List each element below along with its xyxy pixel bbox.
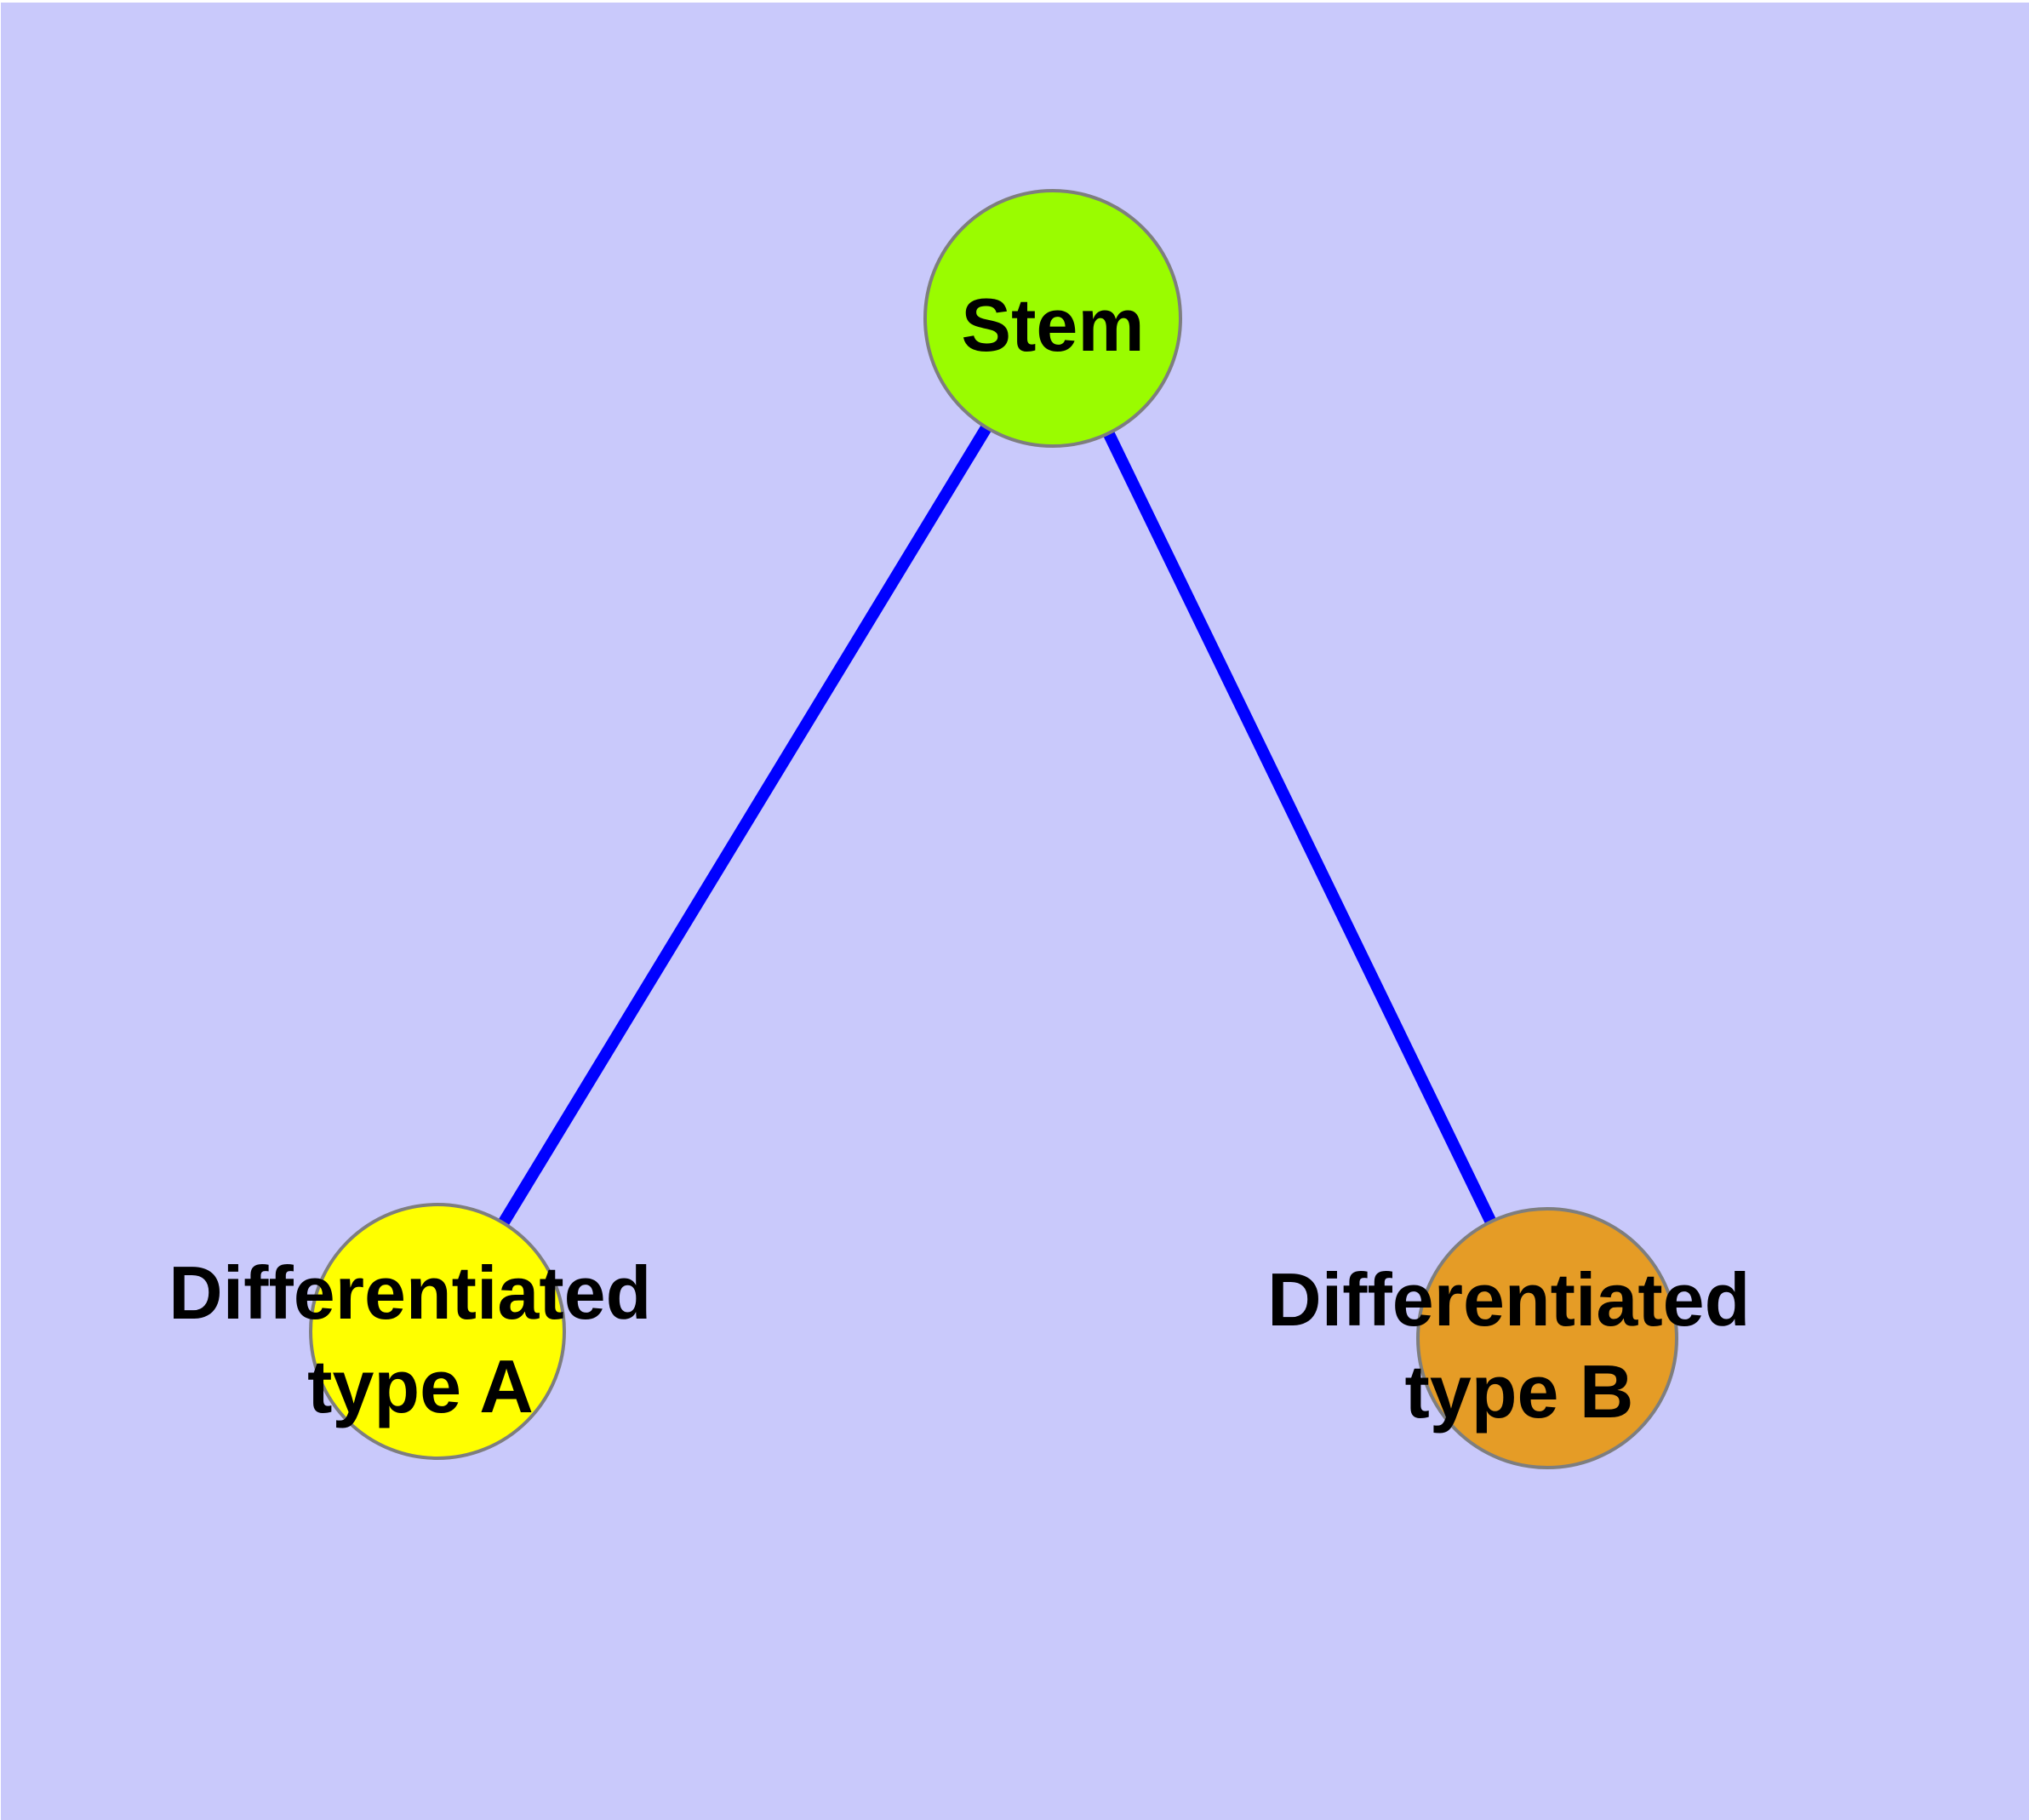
node-type-a-label-line1: Differentiated [169,1251,651,1335]
edge-stem-to-type-a [432,315,1058,1335]
node-differentiated-type-b [1416,1207,1678,1469]
node-type-b-label: Differentiated type B [1267,1257,1771,1434]
node-type-a-label-line2: type A [307,1344,534,1428]
node-differentiated-type-a [309,1203,566,1460]
node-type-a-label: Differentiated type A [169,1251,672,1428]
node-stem-label: Stem [961,283,1144,367]
node-stem [923,189,1182,448]
node-type-b-label-line1: Differentiated [1267,1257,1750,1342]
edge-stem-to-type-b [1047,315,1553,1342]
node-type-b-label-line2: type B [1405,1349,1634,1434]
